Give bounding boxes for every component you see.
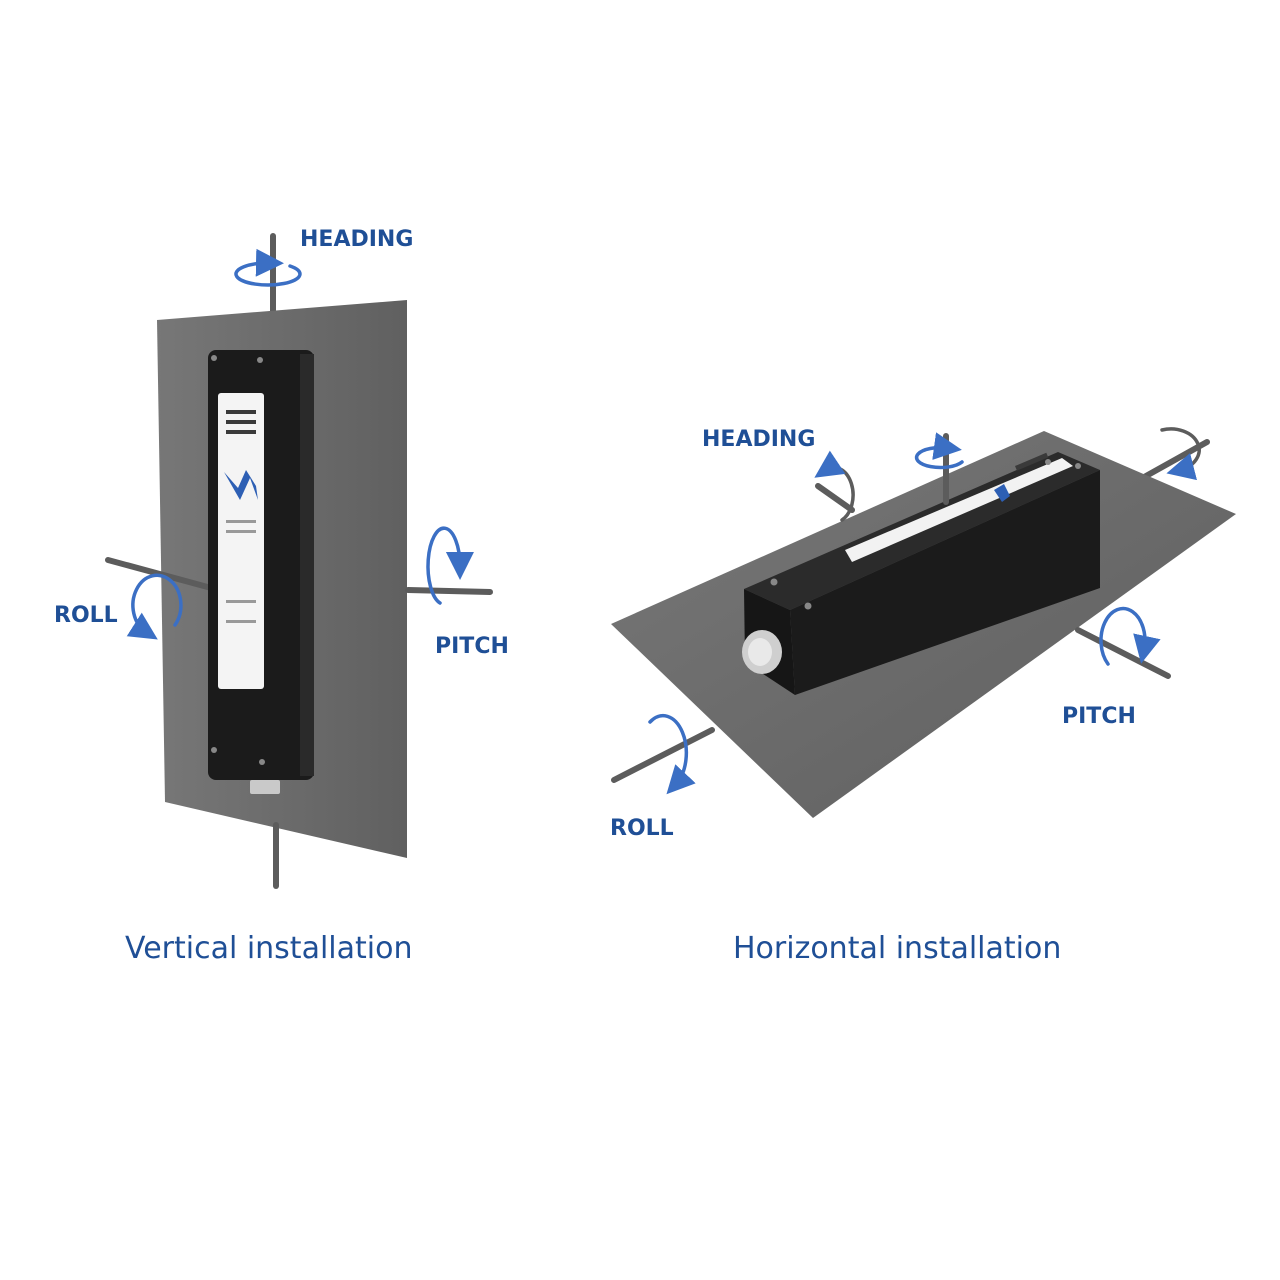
- vertical-pitch-rotation-arrow-icon: [426, 526, 474, 605]
- horizontal-roll-axis-rod-back: [815, 483, 855, 513]
- vertical-pitch-label: PITCH: [435, 634, 509, 659]
- brand-logo-icon: [994, 484, 1010, 502]
- horizontal-heading-label: HEADING: [702, 427, 815, 452]
- horizontal-heading-rotation-arrow-icon: [914, 432, 964, 470]
- vertical-heading-label: HEADING: [300, 227, 413, 252]
- device-connector: [250, 780, 280, 794]
- horizontal-roll-rotation-arrow-icon-back: [814, 450, 855, 522]
- vertical-installation-group: HEADING ROLL PITCH Vertical installation: [54, 227, 509, 966]
- vertical-roll-rotation-arrow-icon: [126, 573, 183, 640]
- vertical-heading-rotation-arrow-icon: [234, 248, 302, 287]
- vertical-roll-label: ROLL: [54, 603, 118, 628]
- device-label-sticker: [218, 393, 264, 689]
- device-label-sticker: [845, 458, 1073, 562]
- vertical-pitch-axis-rod: [405, 587, 493, 595]
- horizontal-roll-axis-rod-front: [611, 727, 715, 783]
- horizontal-roll-rotation-arrow-icon: [648, 713, 696, 795]
- brand-logo-icon: [224, 470, 258, 500]
- horizontal-installation-caption: Horizontal installation: [733, 931, 1061, 966]
- horizontal-pitch-label: PITCH: [1062, 704, 1136, 729]
- horizontal-roll-label: ROLL: [610, 816, 674, 841]
- horizontal-installation-group: HEADING ROLL PITCH Horizontal installati…: [610, 427, 1236, 966]
- vertical-installation-caption: Vertical installation: [125, 931, 412, 966]
- horizontal-pitch-rotation-arrow-icon: [1099, 606, 1161, 666]
- horizontal-pitch-axis-rod-front: [1075, 627, 1171, 679]
- horizontal-pitch-rotation-arrow-icon-back: [1160, 427, 1201, 481]
- horizontal-sensor-device: [742, 452, 1100, 695]
- vertical-sensor-device: [208, 350, 314, 794]
